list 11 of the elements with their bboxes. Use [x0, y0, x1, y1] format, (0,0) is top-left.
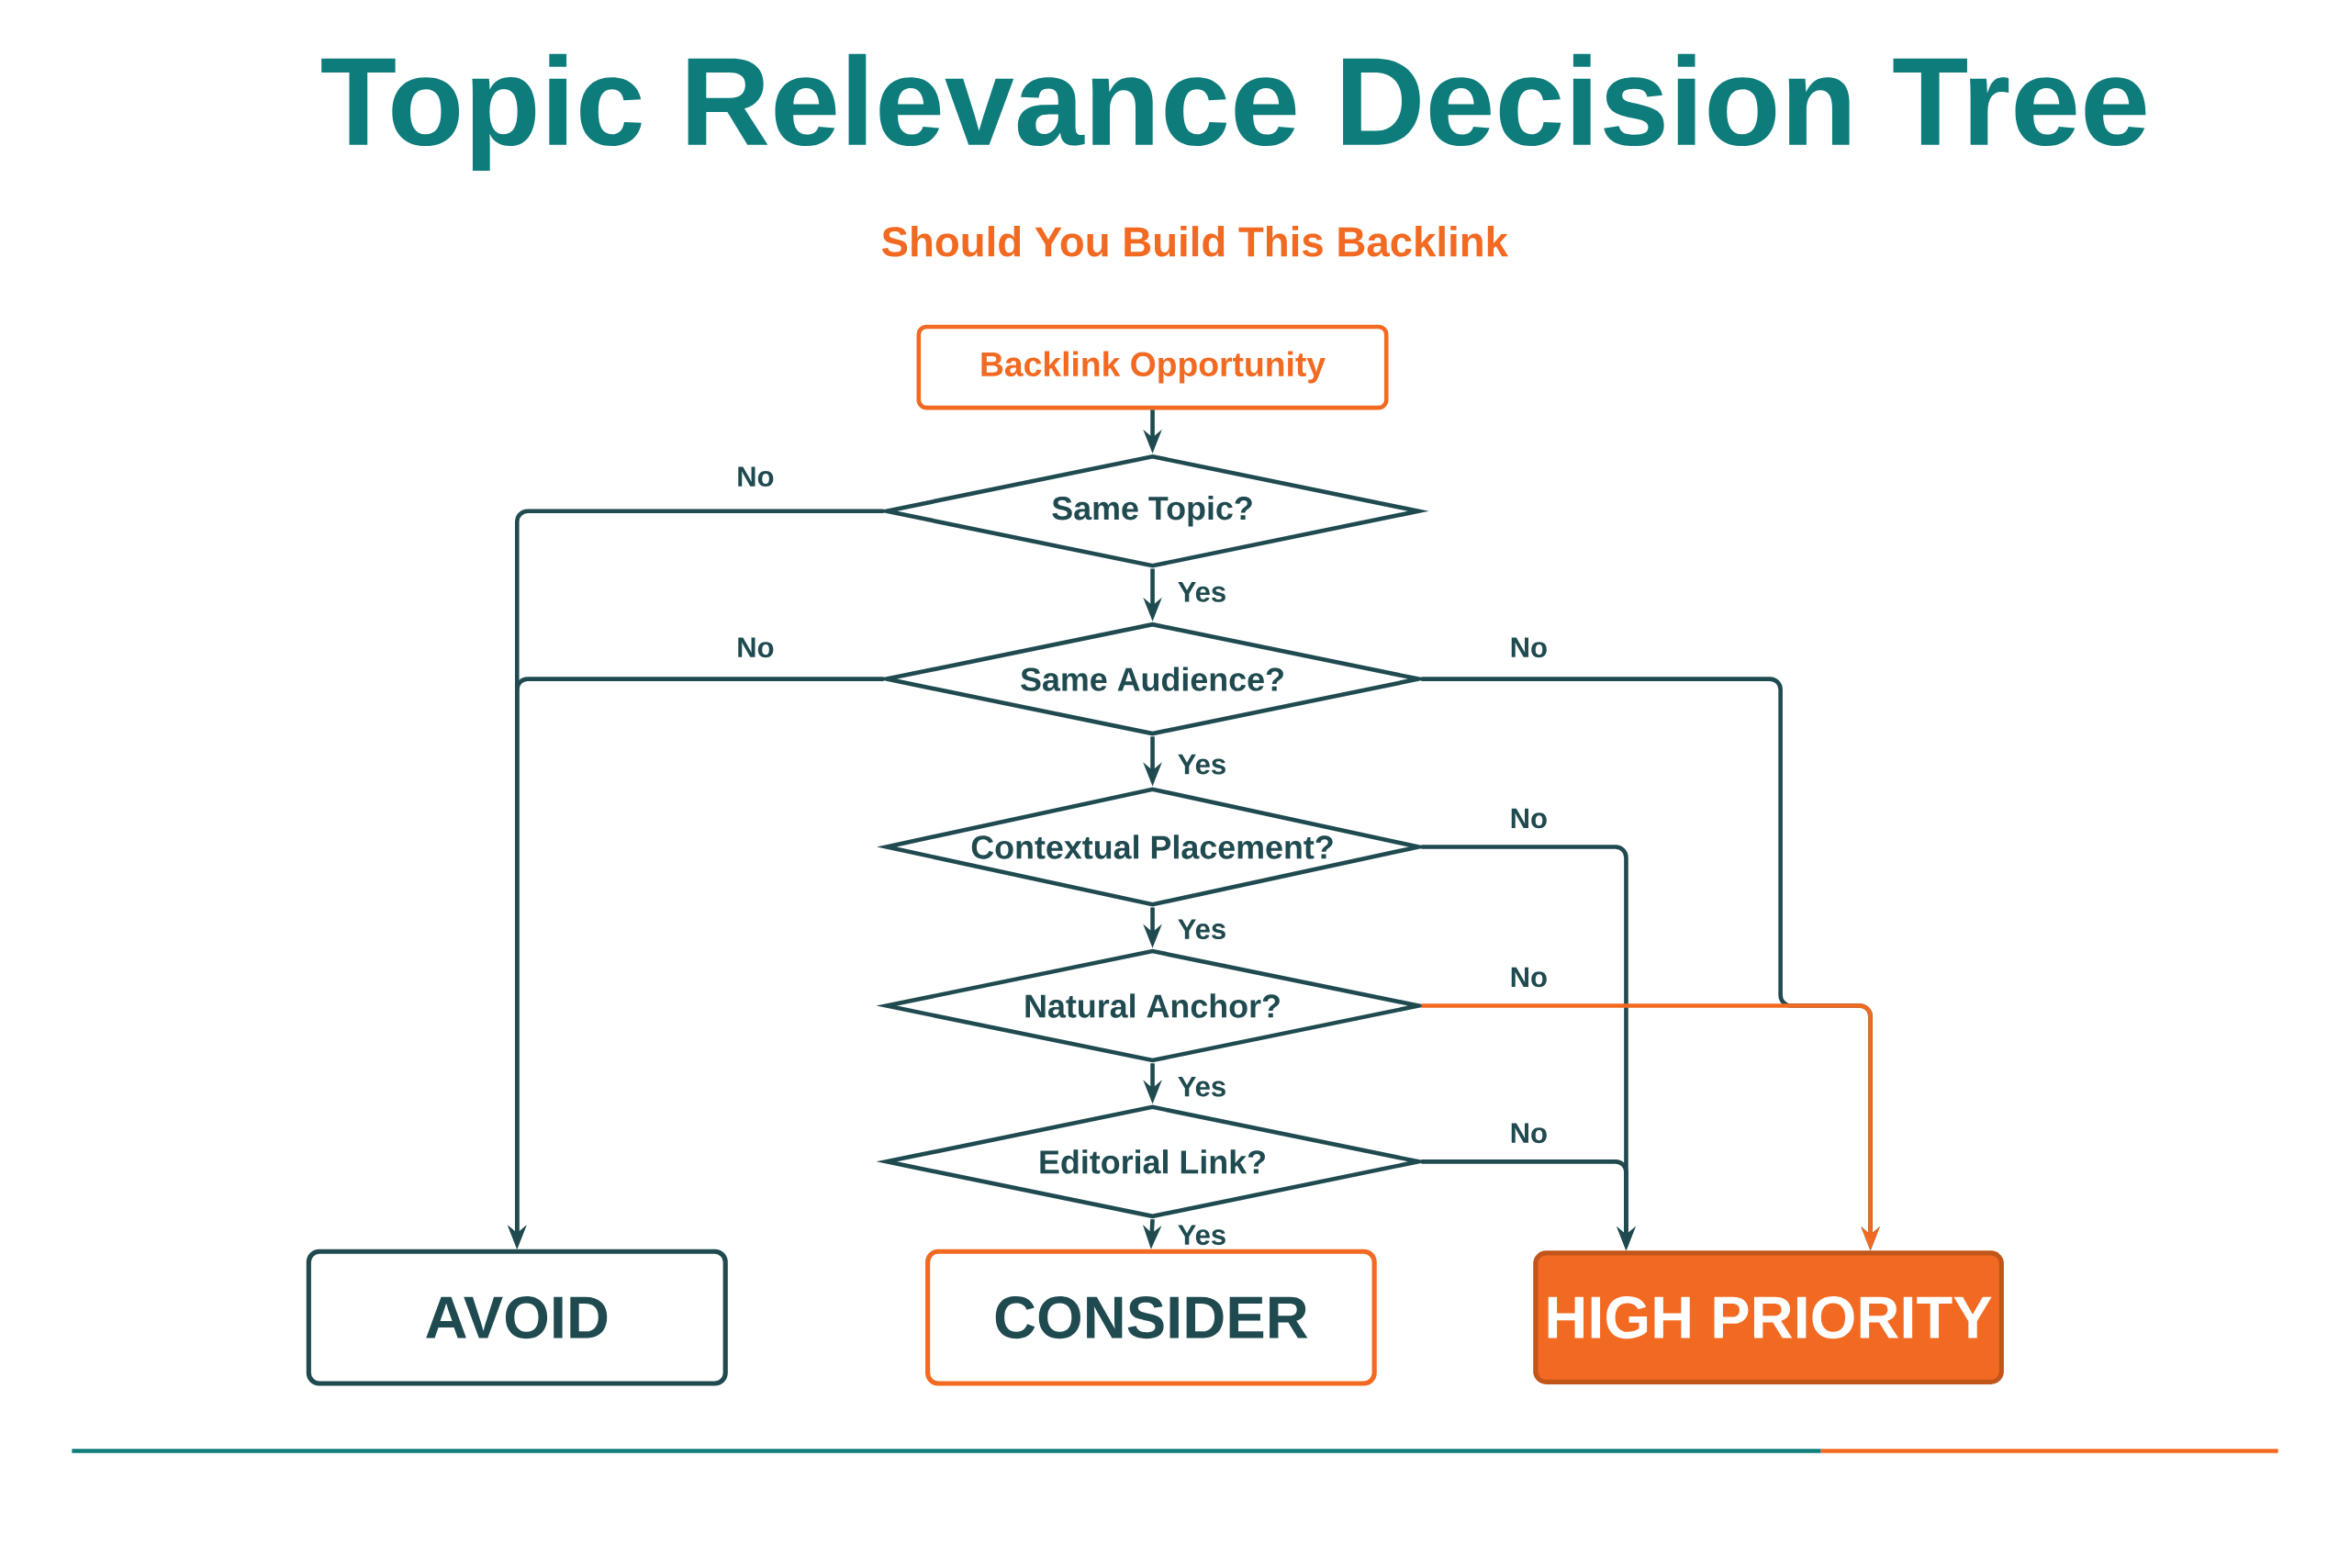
edge-label: No [733, 464, 778, 489]
edge-label: Yes [1174, 1074, 1229, 1100]
edge-label: Yes [1174, 752, 1229, 778]
edge-label: Yes [1174, 579, 1229, 605]
start-box: Backlink Opportunity [916, 324, 1389, 410]
title: Topic Relevance Decision Tree [321, 53, 2146, 172]
outcome-box: AVOID [306, 1249, 728, 1386]
edge-label: No [733, 634, 778, 661]
outcome-box: CONSIDER [925, 1249, 1377, 1386]
subtitle: Should You Build This Backlink [881, 226, 1509, 257]
outcome-box: HIGH PRIORITY [1533, 1250, 2004, 1385]
